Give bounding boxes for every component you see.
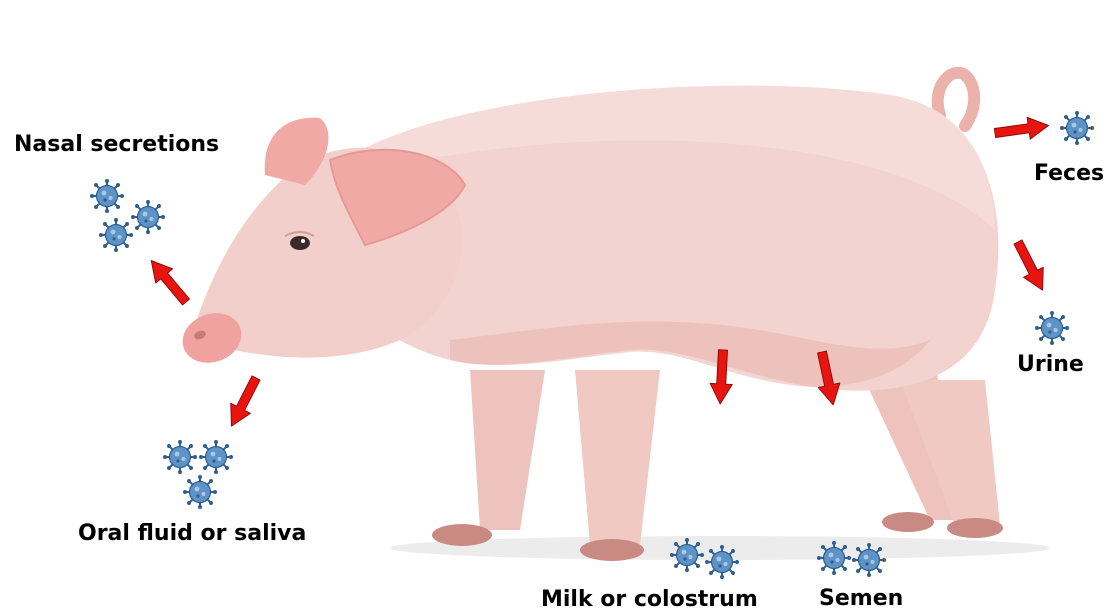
pig-figure xyxy=(176,73,1003,561)
virus-icon xyxy=(1035,311,1069,345)
label-feces: Feces xyxy=(1034,163,1104,185)
label-nasal-secretions: Nasal secretions xyxy=(14,134,219,156)
virus-icon xyxy=(183,475,217,509)
hoof xyxy=(947,518,1003,538)
label-oral-fluid: Oral fluid or saliva xyxy=(78,523,306,545)
virus-icon xyxy=(99,218,133,252)
virus-icon xyxy=(199,440,233,474)
virus-group-oral xyxy=(163,440,233,509)
pig-front-leg-far xyxy=(470,370,545,530)
virus-icon xyxy=(817,541,851,575)
virus-icon xyxy=(705,545,739,579)
label-urine: Urine xyxy=(1017,354,1084,376)
label-semen: Semen xyxy=(819,588,903,610)
label-milk-colostrum: Milk or colostrum xyxy=(541,589,758,611)
virus-icon xyxy=(163,440,197,474)
virus-icon xyxy=(670,538,704,572)
hoof xyxy=(580,539,644,561)
arrow-oral-icon xyxy=(222,373,266,431)
virus-group-nasal xyxy=(90,179,165,252)
virus-icon xyxy=(1060,111,1094,145)
arrow-feces-icon xyxy=(993,115,1050,144)
hoof xyxy=(432,524,492,546)
virus-icon xyxy=(852,543,886,577)
hoof xyxy=(882,512,934,532)
arrow-urine-icon xyxy=(1008,237,1052,295)
virus-icon xyxy=(131,200,165,234)
pig-front-leg-near xyxy=(575,370,660,545)
virus-icon xyxy=(90,179,124,213)
pig-eye xyxy=(290,236,310,250)
arrow-nasal-icon xyxy=(143,254,195,310)
